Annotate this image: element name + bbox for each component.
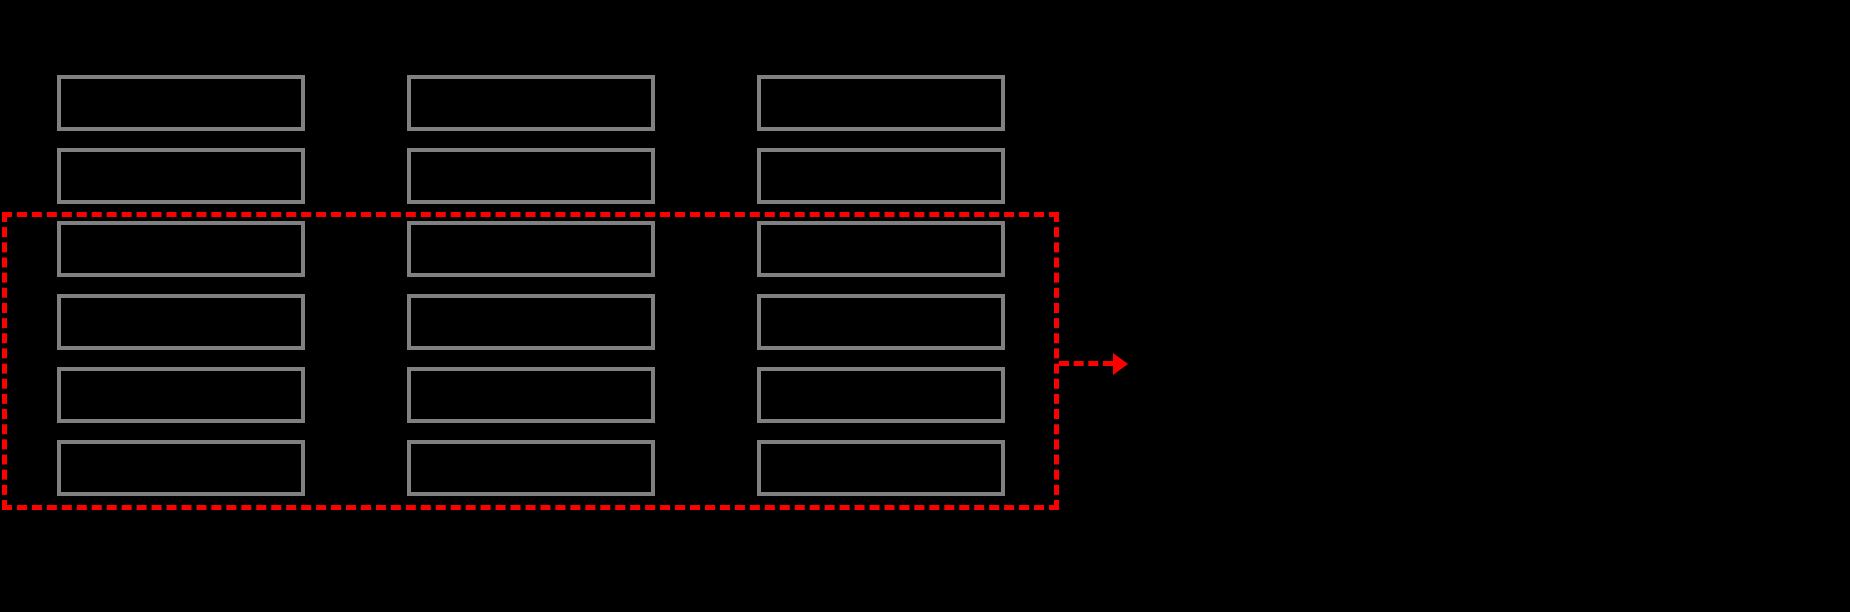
grid-cell-r5-c2[interactable] — [407, 367, 655, 423]
callout-arrow-icon — [1113, 353, 1128, 375]
grid-cell-r1-c3[interactable] — [757, 75, 1005, 131]
grid-cell-r1-c1[interactable] — [57, 75, 305, 131]
grid-cell-r3-c2[interactable] — [407, 221, 655, 277]
grid-cell-r2-c1[interactable] — [57, 148, 305, 204]
grid-cell-r3-c1[interactable] — [57, 221, 305, 277]
grid-cell-r4-c3[interactable] — [757, 294, 1005, 350]
grid-cell-r2-c2[interactable] — [407, 148, 655, 204]
grid-cell-r4-c1[interactable] — [57, 294, 305, 350]
grid-cell-r1-c2[interactable] — [407, 75, 655, 131]
grid-cell-r3-c3[interactable] — [757, 221, 1005, 277]
callout-dashed-line — [1059, 361, 1113, 366]
grid-cell-r2-c3[interactable] — [757, 148, 1005, 204]
grid-cell-r5-c3[interactable] — [757, 367, 1005, 423]
grid-cell-r6-c2[interactable] — [407, 440, 655, 496]
grid-cell-r6-c1[interactable] — [57, 440, 305, 496]
grid-cell-r4-c2[interactable] — [407, 294, 655, 350]
grid-cell-r5-c1[interactable] — [57, 367, 305, 423]
grid-cell-r6-c3[interactable] — [757, 440, 1005, 496]
